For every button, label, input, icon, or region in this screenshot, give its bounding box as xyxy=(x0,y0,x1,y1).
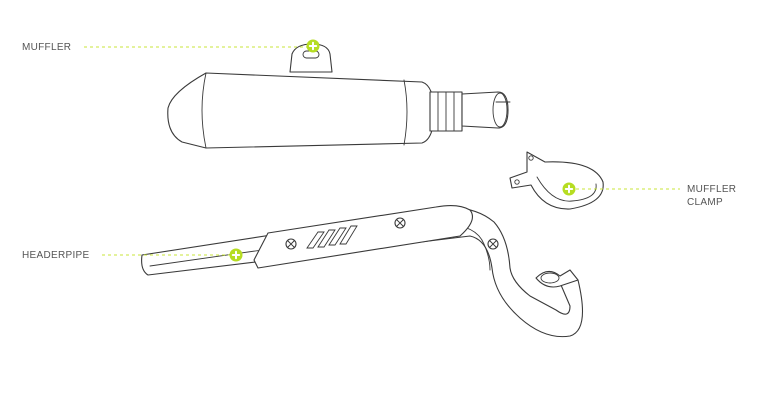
muffler-clamp-hotspot[interactable] xyxy=(562,182,576,196)
headerpipe-label[interactable]: HEADERPIPE xyxy=(22,250,90,261)
plus-circle-icon xyxy=(562,182,576,196)
muffler-clamp-part xyxy=(509,151,604,210)
headerpipe-hotspot[interactable] xyxy=(229,248,243,262)
muffler-clamp-label-line1: MUFFLER xyxy=(687,184,737,195)
muffler-clamp-label[interactable]: MUFFLER CLAMP xyxy=(687,183,736,209)
muffler-clamp-label-line2: CLAMP xyxy=(687,197,723,208)
muffler-label[interactable]: MUFFLER xyxy=(22,42,72,53)
muffler-part xyxy=(167,43,511,149)
plus-circle-icon xyxy=(306,39,320,53)
muffler-hotspot[interactable] xyxy=(306,39,320,53)
headerpipe-part xyxy=(141,204,583,338)
plus-circle-icon xyxy=(229,248,243,262)
